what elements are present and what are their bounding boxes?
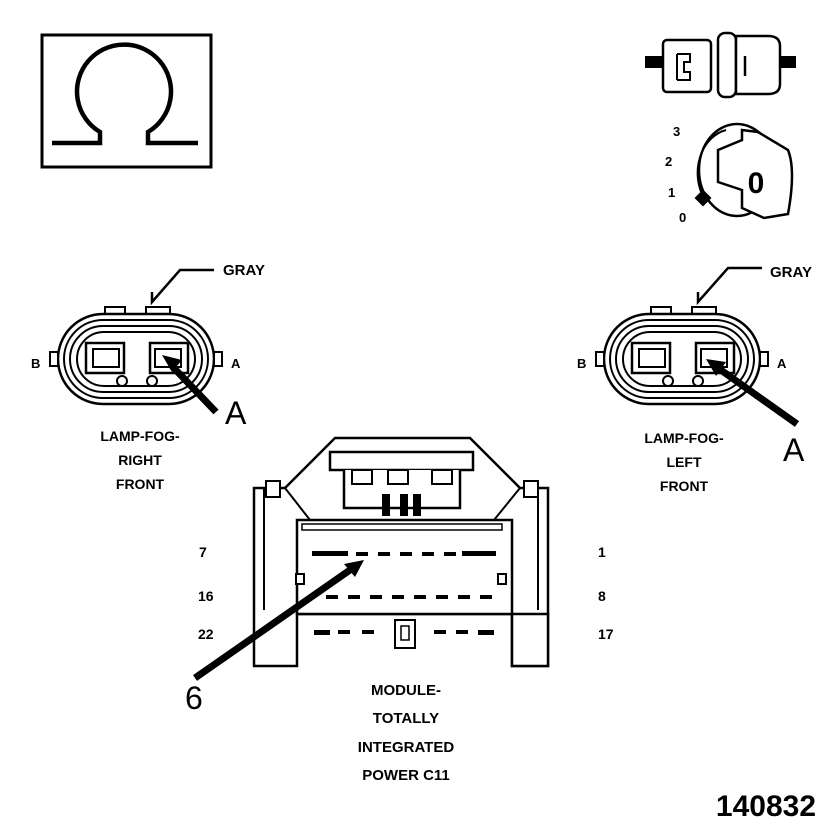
ignition-position-2: 2 [665, 154, 672, 169]
module-row-label-17: 17 [598, 626, 614, 642]
wire-color-label-left: GRAY [770, 264, 812, 281]
ignition-key-label: 0 [748, 167, 765, 200]
pin-a-label-left: A [777, 356, 787, 371]
disconnected-connector-icon [645, 31, 796, 99]
module-row-label-16: 16 [198, 588, 214, 604]
fog-lamp-right-connector [49, 268, 223, 415]
module-name-line-4: POWER C11 [362, 767, 450, 784]
pin-b-label-left: B [577, 356, 586, 371]
ignition-position-1: 1 [668, 185, 675, 200]
connector-name-line-3-right: FRONT [116, 476, 165, 492]
ignition-key-icon: 0 3 2 1 0 [665, 122, 794, 225]
connector-name-line-2-left: LEFT [667, 454, 702, 470]
connector-name-line-3-left: FRONT [660, 478, 709, 494]
ignition-position-0: 0 [679, 210, 686, 225]
pin-a-label-right: A [231, 356, 241, 371]
module-name-line-2: TOTALLY [373, 710, 439, 727]
module-row-label-1: 1 [598, 544, 606, 560]
pin-b-label-right: B [31, 356, 40, 371]
ohm-icon [40, 33, 213, 169]
callout-6: 6 [185, 680, 203, 716]
module-row-label-7: 7 [199, 544, 207, 560]
fog-lamp-left-connector [595, 266, 800, 427]
module-name-line-1: MODULE- [371, 682, 441, 699]
module-row-label-8: 8 [598, 588, 606, 604]
connector-name-line-1-right: LAMP-FOG- [100, 428, 180, 444]
ignition-position-3: 3 [673, 124, 680, 139]
connector-name-line-2-right: RIGHT [118, 452, 162, 468]
wire-color-label-right: GRAY [223, 262, 265, 279]
figure-number: 140832 [716, 790, 816, 823]
connector-name-line-1-left: LAMP-FOG- [644, 430, 724, 446]
callout-a-right: A [225, 395, 247, 431]
module-row-label-22: 22 [198, 626, 214, 642]
module-c11-connector [192, 436, 550, 681]
callout-a-left: A [783, 432, 805, 468]
module-name-line-3: INTEGRATED [358, 739, 455, 756]
